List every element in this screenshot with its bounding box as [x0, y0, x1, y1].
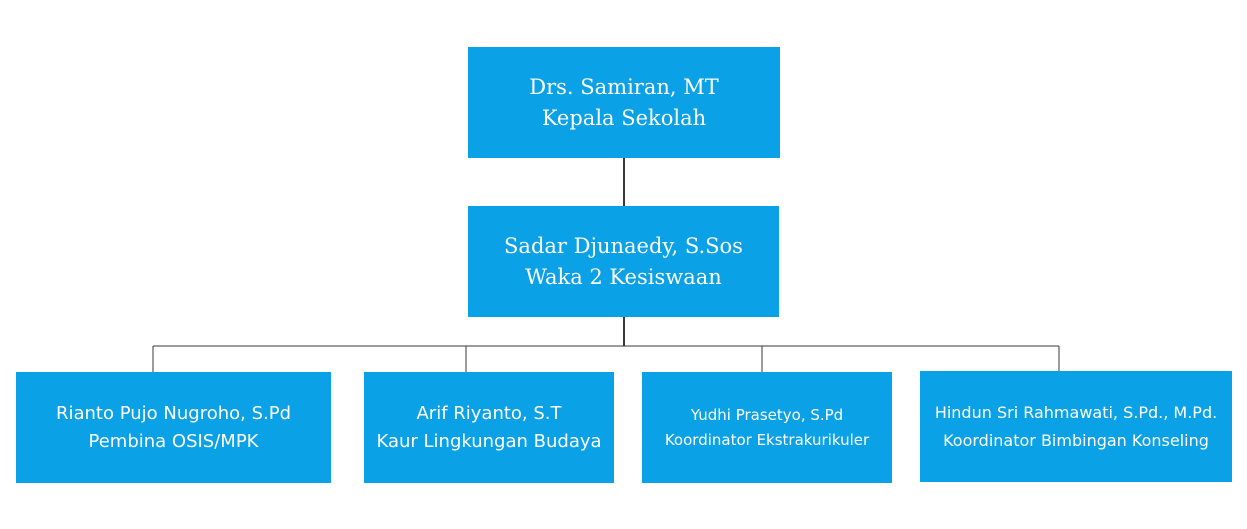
node-name: Arif Riyanto, S.T [416, 402, 562, 424]
node-koordinator-bimbingan-konseling: Hindun Sri Rahmawati, S.Pd., M.Pd. Koord… [920, 371, 1232, 482]
node-role: Kepala Sekolah [541, 105, 707, 130]
node-name: Rianto Pujo Nugroho, S.Pd [55, 402, 292, 424]
node-pembina-osis: Rianto Pujo Nugroho, S.Pd Pembina OSIS/M… [16, 372, 331, 483]
node-kepala-sekolah: Drs. Samiran, MT Kepala Sekolah [468, 47, 780, 158]
node-name: Yudhi Prasetyo, S.Pd [690, 405, 844, 424]
node-kaur-lingkungan-budaya: Arif Riyanto, S.T Kaur Lingkungan Budaya [364, 372, 614, 483]
node-role: Pembina OSIS/MPK [88, 430, 259, 452]
node-name: Hindun Sri Rahmawati, S.Pd., M.Pd. [934, 402, 1218, 422]
node-waka-kesiswaan: Sadar Djunaedy, S.Sos Waka 2 Kesiswaan [468, 206, 779, 317]
node-role: Kaur Lingkungan Budaya [376, 430, 602, 452]
node-name: Sadar Djunaedy, S.Sos [504, 233, 743, 258]
node-name: Drs. Samiran, MT [529, 74, 719, 99]
node-role: Waka 2 Kesiswaan [525, 264, 722, 289]
node-koordinator-ekstrakurikuler: Yudhi Prasetyo, S.Pd Koordinator Ekstrak… [642, 372, 892, 483]
node-role: Koordinator Ekstrakurikuler [664, 430, 870, 449]
node-role: Koordinator Bimbingan Konseling [943, 430, 1209, 450]
